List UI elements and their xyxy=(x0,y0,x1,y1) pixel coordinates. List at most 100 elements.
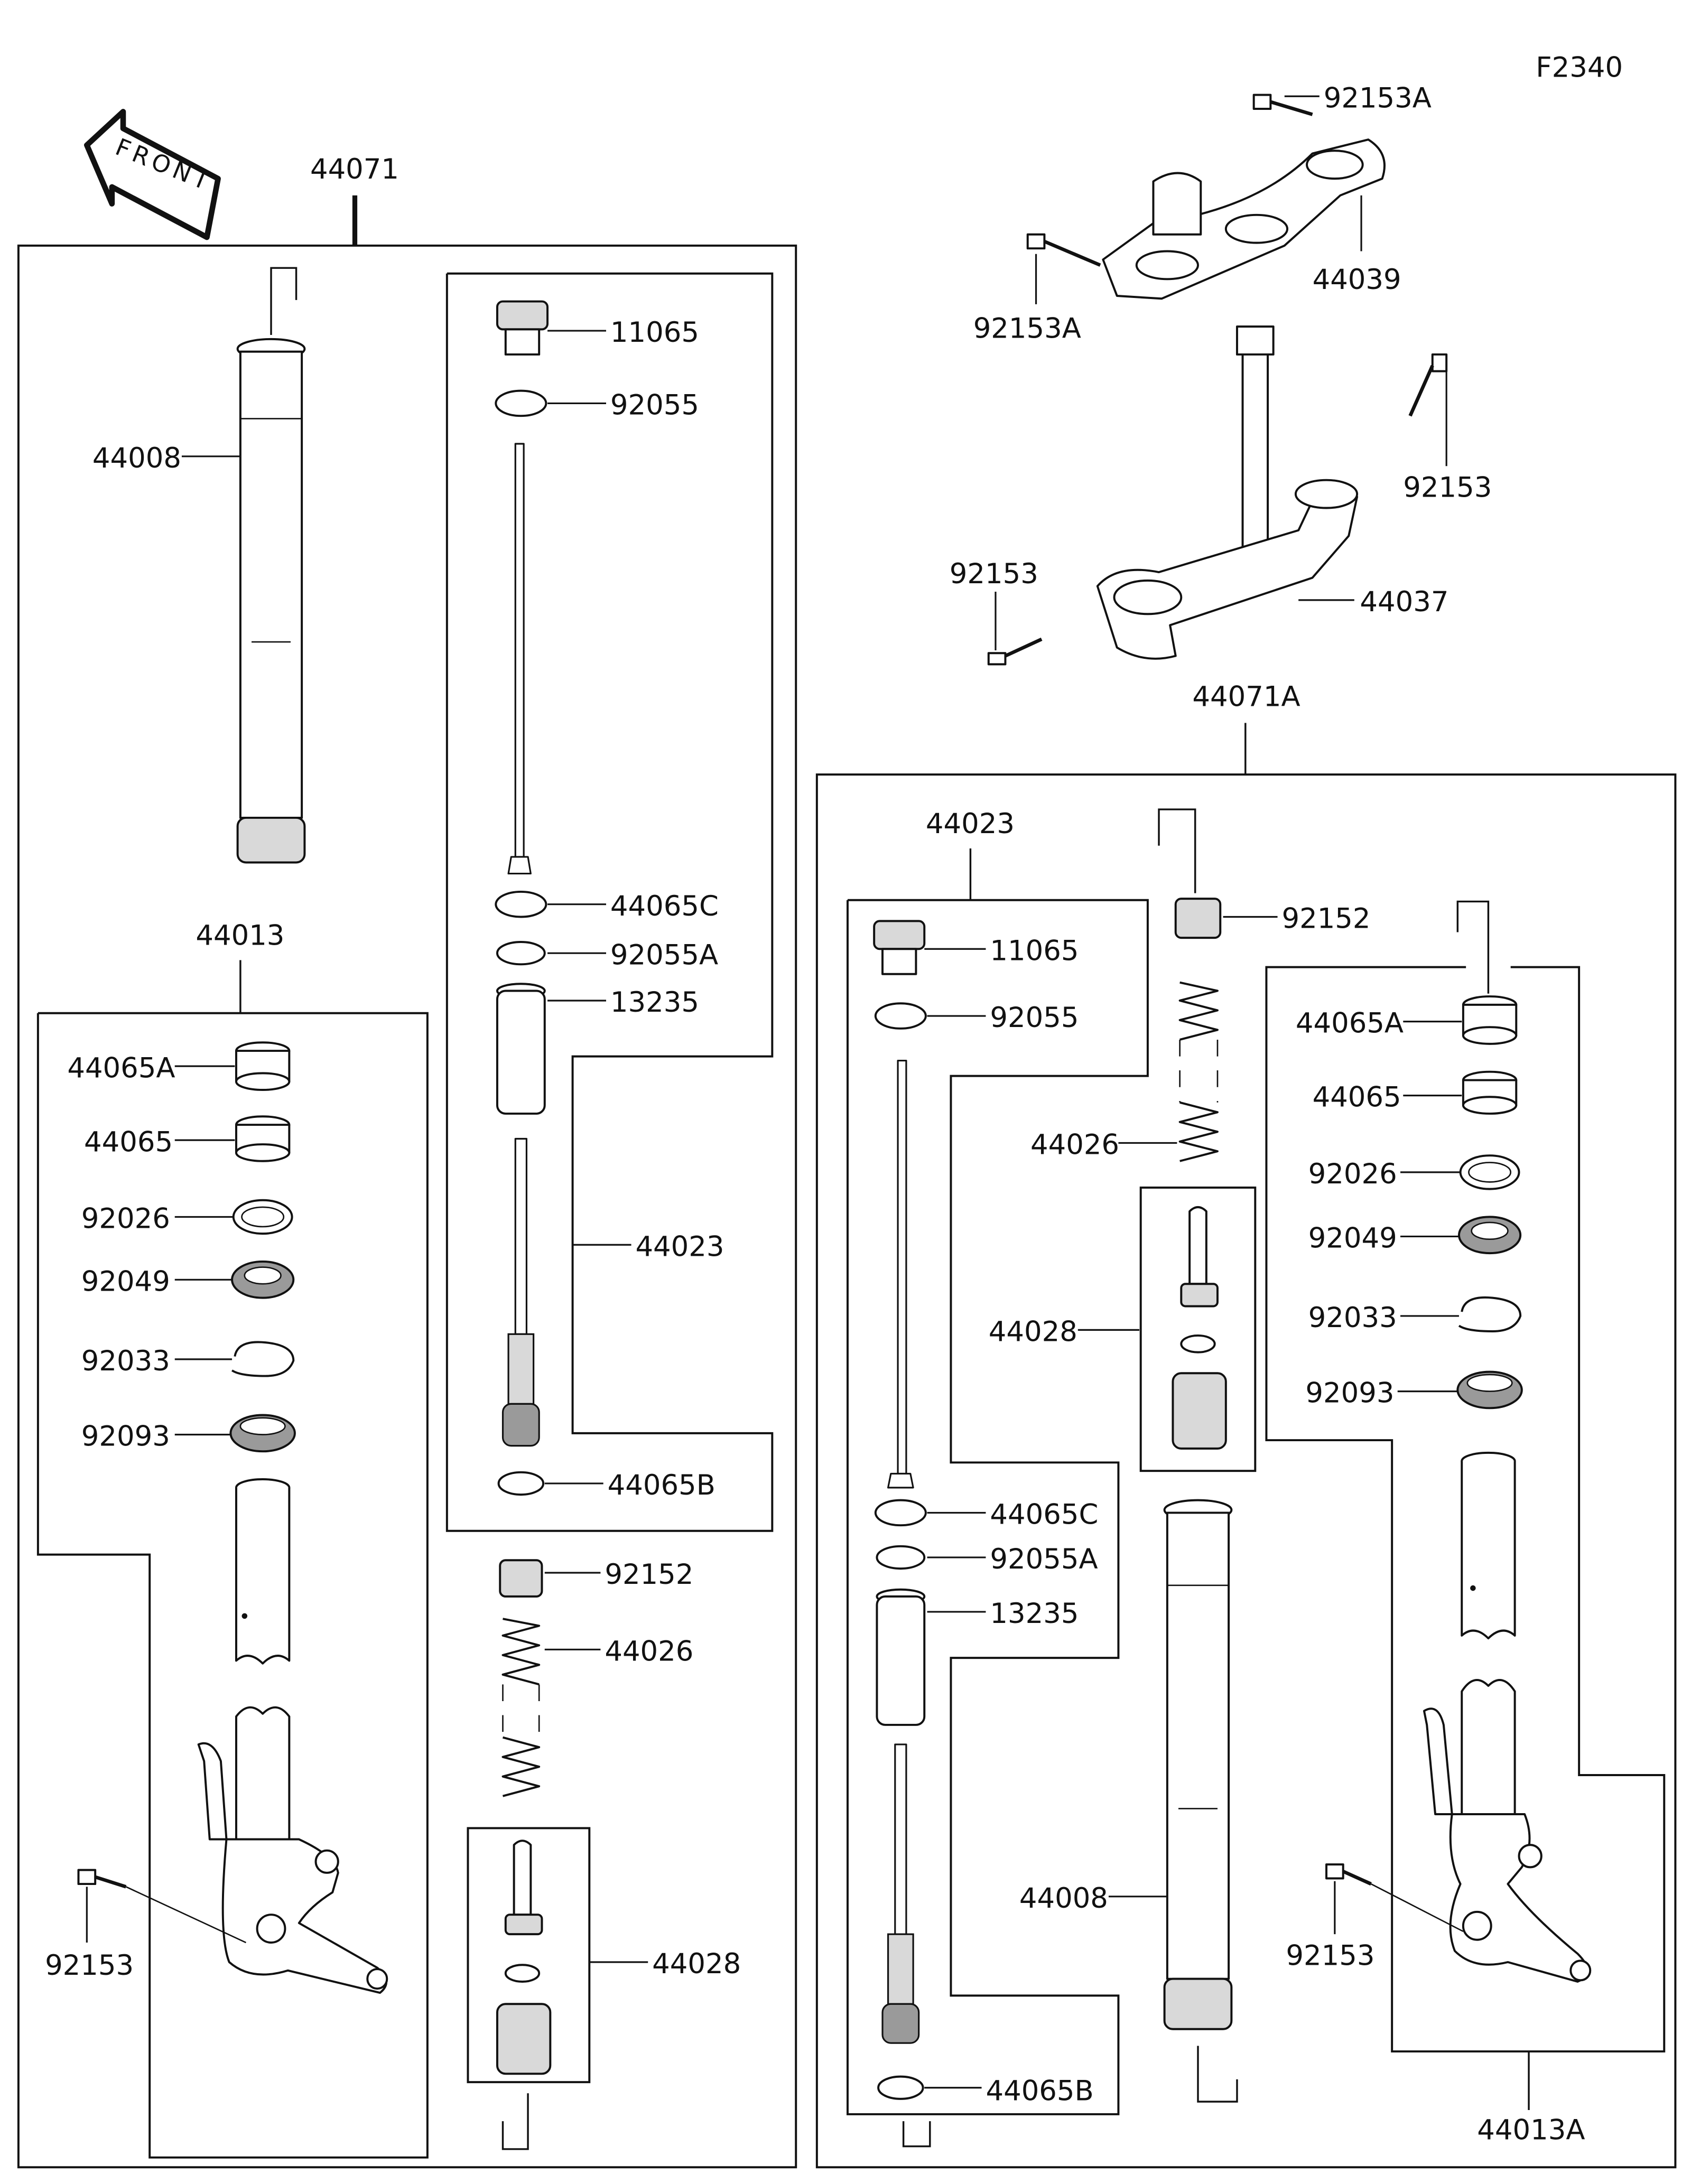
label-r-inner-tube: 44008 xyxy=(1019,1882,1108,1915)
label-r-bush: 44065 xyxy=(1313,1081,1401,1114)
label-r-spring: 44026 xyxy=(1030,1129,1119,1161)
upper-bolt-a-1 xyxy=(1252,94,1313,116)
upper-bracket xyxy=(1102,138,1386,300)
left-spacer-bracket xyxy=(501,2093,529,2150)
label-l-nut: 92152 xyxy=(605,1558,693,1591)
upper-bolt-a-2 xyxy=(1026,233,1101,267)
left-cap-bolt xyxy=(496,300,549,356)
label-l-dust-seal: 92093 xyxy=(81,1421,170,1453)
label-stem-bolt-a: 92153 xyxy=(1403,471,1492,503)
label-r-oring-a: 92055A xyxy=(990,1543,1098,1575)
stem-bolt-b xyxy=(987,637,1043,666)
label-upper-bracket: 44039 xyxy=(1313,264,1401,296)
label-l-cap: 11065 xyxy=(610,316,699,349)
left-bush xyxy=(235,1115,291,1162)
label-l-oring-c: 44065C xyxy=(610,890,719,922)
right-bush xyxy=(1462,1070,1518,1115)
label-l-oring-a: 92055A xyxy=(610,939,718,971)
right-washer xyxy=(1459,1154,1520,1190)
left-fork-assembly-box xyxy=(17,244,797,2169)
right-oring-b xyxy=(877,2075,924,2100)
label-l-collar: 13235 xyxy=(610,986,699,1019)
left-cartridge-box xyxy=(445,272,774,1532)
left-washer xyxy=(232,1199,293,1235)
left-cartridge-body xyxy=(501,1137,540,1447)
label-upper-bolt-a: 92153A xyxy=(1324,82,1432,114)
label-upper-bolt-b: 92153A xyxy=(973,312,1081,344)
left-oring-b xyxy=(497,1471,545,1496)
label-r-spacer: 44028 xyxy=(989,1316,1077,1348)
left-oring xyxy=(495,389,547,417)
label-r-nut: 92152 xyxy=(1281,903,1370,935)
left-outer-tube-box xyxy=(36,1012,429,2159)
left-oring-c xyxy=(495,890,547,918)
label-l-inner-tube: 44008 xyxy=(92,442,181,474)
right-axle-bolt xyxy=(1325,1863,1464,1933)
label-r-bush-a: 44065A xyxy=(1296,1007,1404,1040)
label-l-bush: 44065 xyxy=(84,1126,173,1158)
group-label-44071A: 44071A xyxy=(1192,681,1300,713)
right-spring xyxy=(1178,981,1219,1162)
left-spacer xyxy=(496,1840,552,2075)
right-inner-tube xyxy=(1163,1499,1238,2103)
right-spacer xyxy=(1172,1206,1227,1450)
right-nut xyxy=(1174,898,1222,939)
right-dust-seal xyxy=(1456,1370,1523,1410)
label-l-axle-bolt: 92153 xyxy=(45,1949,134,1982)
right-cartridge-box xyxy=(846,899,1149,2115)
left-collar xyxy=(496,983,546,1115)
right-cartridge-bracket xyxy=(902,2121,931,2148)
label-stem: 44037 xyxy=(1360,586,1448,618)
label-r-dust-seal: 92093 xyxy=(1305,1377,1394,1410)
figure-code: F2340 xyxy=(1536,51,1623,83)
group-label-44013: 44013 xyxy=(196,919,284,951)
right-circlip xyxy=(1458,1296,1522,1333)
label-r-oring-b: 44065B xyxy=(986,2075,1093,2107)
group-label-44013A: 44013A xyxy=(1477,2114,1585,2146)
right-bush-bracket xyxy=(1456,900,1490,994)
steering-stem xyxy=(1096,325,1359,660)
left-dust-seal xyxy=(229,1414,296,1453)
label-r-oring: 92055 xyxy=(990,1002,1079,1034)
label-r-circlip: 92033 xyxy=(1308,1302,1397,1334)
left-inner-tube xyxy=(236,267,306,864)
left-spring xyxy=(501,1618,541,1797)
label-l-oring: 92055 xyxy=(610,389,699,422)
label-l-oring-b: 44065B xyxy=(608,1469,716,1501)
right-bush-a xyxy=(1462,995,1518,1045)
right-cartridge-body xyxy=(881,1743,920,2044)
right-oring xyxy=(874,1002,927,1030)
right-oring-c xyxy=(874,1499,927,1527)
label-r-oring-c: 44065C xyxy=(990,1499,1098,1531)
right-nut-bracket xyxy=(1158,808,1196,893)
right-spacer-box xyxy=(1139,1186,1257,1472)
left-damper-rod xyxy=(507,443,532,875)
group-label-44023-right: 44023 xyxy=(926,808,1015,840)
label-l-spring: 44026 xyxy=(605,1635,693,1667)
label-l-bush-a: 44065A xyxy=(67,1052,175,1084)
right-collar xyxy=(876,1588,926,1726)
right-damper-rod xyxy=(887,1059,914,1489)
label-r-collar: 13235 xyxy=(990,1598,1079,1630)
left-circlip xyxy=(231,1341,295,1377)
left-axle-bolt xyxy=(77,1869,247,1944)
stem-bolt-a xyxy=(1408,353,1448,417)
front-direction-arrow-icon: FRONT xyxy=(84,109,221,240)
right-oring-a xyxy=(876,1545,926,1570)
right-oil-seal xyxy=(1457,1216,1522,1255)
left-bush-a xyxy=(235,1041,291,1091)
left-nut xyxy=(499,1559,543,1598)
left-oring-a xyxy=(496,941,546,966)
label-l-circlip: 92033 xyxy=(81,1345,170,1377)
left-spacer-box xyxy=(467,1827,591,2084)
group-label-44071: 44071 xyxy=(310,153,399,185)
right-fork-assembly-box xyxy=(815,773,1677,2169)
label-r-axle-bolt: 92153 xyxy=(1286,1939,1374,1972)
label-l-cartridge: 44023 xyxy=(635,1230,724,1263)
label-stem-bolt-b: 92153 xyxy=(950,558,1038,590)
label-l-oil-seal: 92049 xyxy=(81,1265,170,1298)
left-oil-seal xyxy=(231,1260,295,1299)
label-l-washer: 92026 xyxy=(81,1203,170,1235)
